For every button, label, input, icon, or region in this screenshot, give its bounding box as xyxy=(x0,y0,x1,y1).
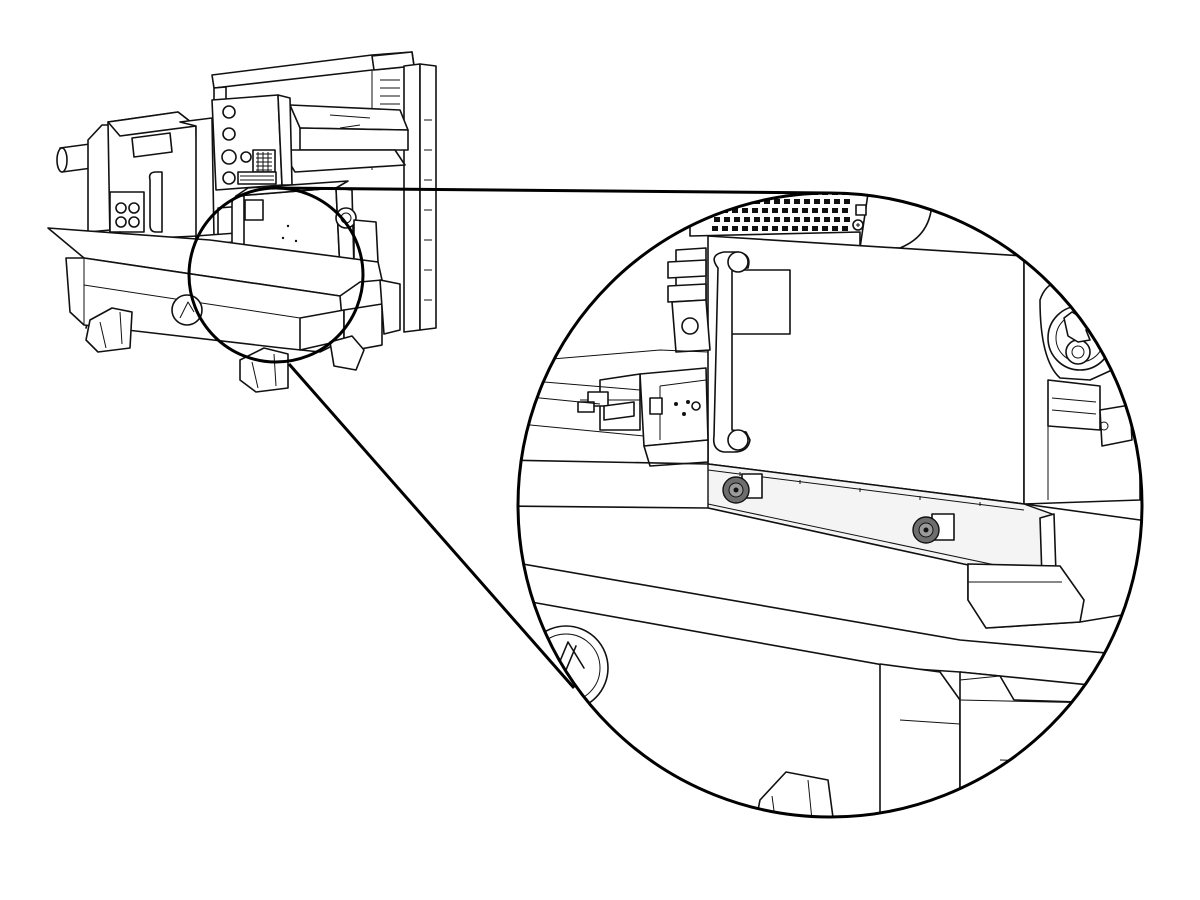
vent-slot xyxy=(802,226,808,231)
vent-slot xyxy=(742,208,748,213)
vent-slot xyxy=(832,208,838,213)
vent-slot xyxy=(824,217,830,222)
shield-roller-right xyxy=(912,513,955,544)
vent-slot xyxy=(744,217,750,222)
vent-slot xyxy=(742,226,748,231)
vent-slot xyxy=(844,217,850,222)
vent-slot xyxy=(712,226,718,231)
callout-line-lower xyxy=(287,363,576,689)
vent-slot xyxy=(724,199,730,204)
electrical-cabinet xyxy=(211,94,293,191)
callout-line-upper xyxy=(275,186,831,195)
vent-slot xyxy=(814,199,820,204)
door-handle xyxy=(712,251,751,453)
vent-slot xyxy=(822,208,828,213)
vent-slot xyxy=(772,208,778,213)
headstock xyxy=(56,111,215,241)
vent-slot xyxy=(772,226,778,231)
vent-slot xyxy=(752,208,758,213)
leveling-foot xyxy=(751,771,837,817)
vent-slot xyxy=(804,199,810,204)
lathe-bed xyxy=(47,227,401,393)
vent-slot xyxy=(732,208,738,213)
vent-slot xyxy=(804,217,810,222)
vent-slot xyxy=(844,199,850,204)
vent-slot xyxy=(782,226,788,231)
vent-slot xyxy=(842,226,848,231)
vent-slot xyxy=(792,208,798,213)
vent-slot xyxy=(722,226,728,231)
rear-tray xyxy=(281,104,409,173)
vent-slot xyxy=(754,217,760,222)
vent-slot xyxy=(732,226,738,231)
vent-slot xyxy=(814,217,820,222)
lathe-overview xyxy=(47,51,437,393)
vent-slot xyxy=(812,226,818,231)
vent-slot xyxy=(774,217,780,222)
vent-slot xyxy=(734,217,740,222)
vent-slot xyxy=(724,217,730,222)
vent-slot xyxy=(794,199,800,204)
vent-slot xyxy=(822,226,828,231)
vent-slot xyxy=(784,217,790,222)
shield-roller-left xyxy=(722,473,763,504)
cover-label xyxy=(727,269,791,335)
vent-slot xyxy=(832,226,838,231)
vent-slot xyxy=(752,226,758,231)
tool-post xyxy=(577,247,711,467)
vent-slot xyxy=(802,208,808,213)
vent-slot xyxy=(834,217,840,222)
vent-slot xyxy=(714,199,720,204)
vent-slot xyxy=(712,208,718,213)
vent-slot xyxy=(842,208,848,213)
vent-slot xyxy=(784,199,790,204)
vent-slot xyxy=(792,226,798,231)
vent-slot xyxy=(824,199,830,204)
vent-slot xyxy=(762,226,768,231)
vent-slot xyxy=(734,199,740,204)
vent-slot xyxy=(834,199,840,204)
vent-slot xyxy=(762,208,768,213)
callout-circle-large xyxy=(516,191,1144,819)
top-frame xyxy=(211,51,437,333)
vent-slot xyxy=(764,199,770,204)
vent-slot xyxy=(782,208,788,213)
vent-slot xyxy=(812,208,818,213)
vent-slot xyxy=(794,217,800,222)
magnified-detail xyxy=(518,193,1142,817)
vent-slot xyxy=(774,199,780,204)
vent-slot xyxy=(714,217,720,222)
vent-slot xyxy=(764,217,770,222)
